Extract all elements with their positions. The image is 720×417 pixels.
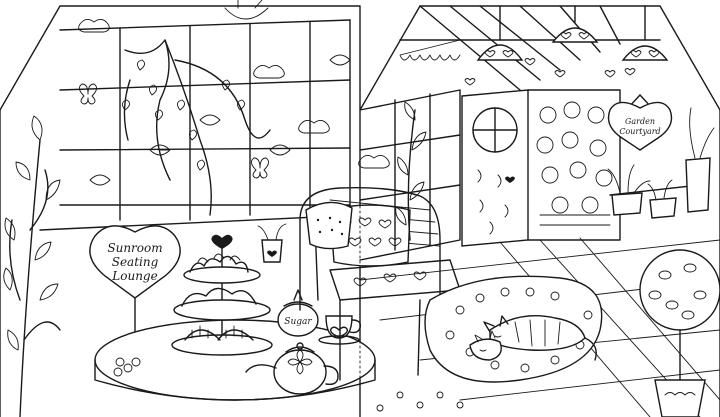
teapot	[245, 342, 339, 395]
teacup	[318, 315, 362, 345]
sleeping-kitten	[469, 330, 502, 361]
decorative-hearts	[464, 58, 636, 86]
potted-plant-door	[395, 101, 427, 241]
lounge-sign-line3: Lounge	[111, 269, 157, 283]
sugar-jar-label: Sugar	[284, 317, 312, 327]
garden-courtyard-sign: Garden Courtyard	[607, 94, 673, 151]
sugar-jar: Sugar	[277, 289, 319, 337]
sunroom-windows	[39, 0, 390, 231]
lounge-sign-line2: Seating	[112, 255, 159, 269]
right-wall-windows	[359, 39, 461, 261]
lounge-sign-line1: Sunroom	[107, 241, 162, 255]
small-potted-plant	[257, 223, 287, 263]
lemon-topiary	[639, 249, 720, 417]
garden-doorway	[527, 89, 621, 241]
leafy-plant-left	[3, 115, 61, 417]
hanging-vines	[122, 39, 271, 216]
pendant-lamps	[476, 5, 669, 61]
sleeping-cat	[483, 315, 597, 361]
ceiling-beams	[399, 5, 661, 91]
lounge-heart-sign: Sunroom Seating Lounge	[89, 225, 181, 346]
shelf-plants-right	[607, 107, 715, 219]
open-door	[461, 89, 529, 247]
garden-sign-line2: Courtyard	[619, 127, 660, 136]
garden-sign-line1: Garden	[625, 117, 655, 126]
wicker-chair	[299, 186, 461, 381]
cake-stand	[171, 234, 273, 356]
